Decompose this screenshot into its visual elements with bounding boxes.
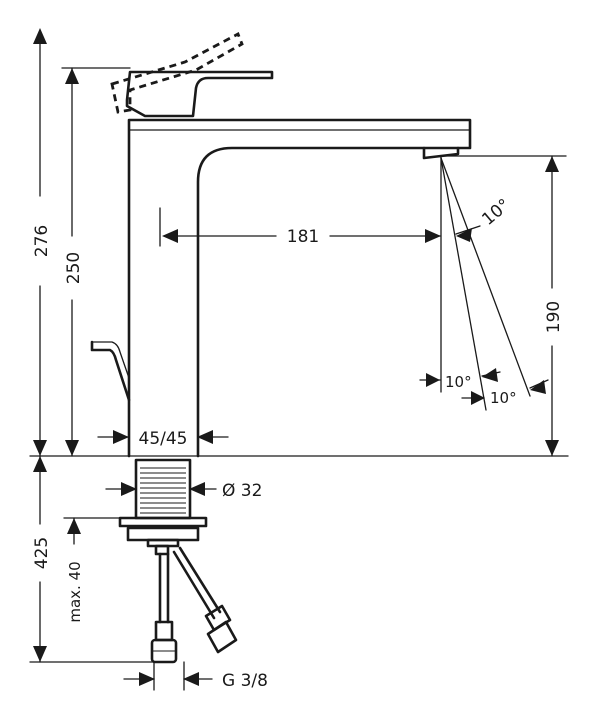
outlet-height-label: 190 [544, 301, 564, 333]
connection-label: G 3/8 [222, 671, 268, 691]
angle-bottom-right-label: 10° [490, 389, 517, 407]
hose-length-label: 425 [32, 537, 52, 569]
spout-height-label: 250 [64, 252, 84, 284]
handle-angle-label: 45/45 [139, 429, 188, 449]
body-diameter-label: Ø 32 [222, 481, 262, 501]
max-thickness-label: max. 40 [66, 561, 84, 622]
angle-bottom-left-label: 10° [445, 373, 472, 391]
spout-reach-label: 181 [287, 227, 319, 247]
dimension-lines [29, 28, 569, 691]
total-height-label: 276 [32, 225, 52, 257]
angle-top-label: 10° [478, 195, 514, 230]
faucet-body [90, 32, 472, 664]
